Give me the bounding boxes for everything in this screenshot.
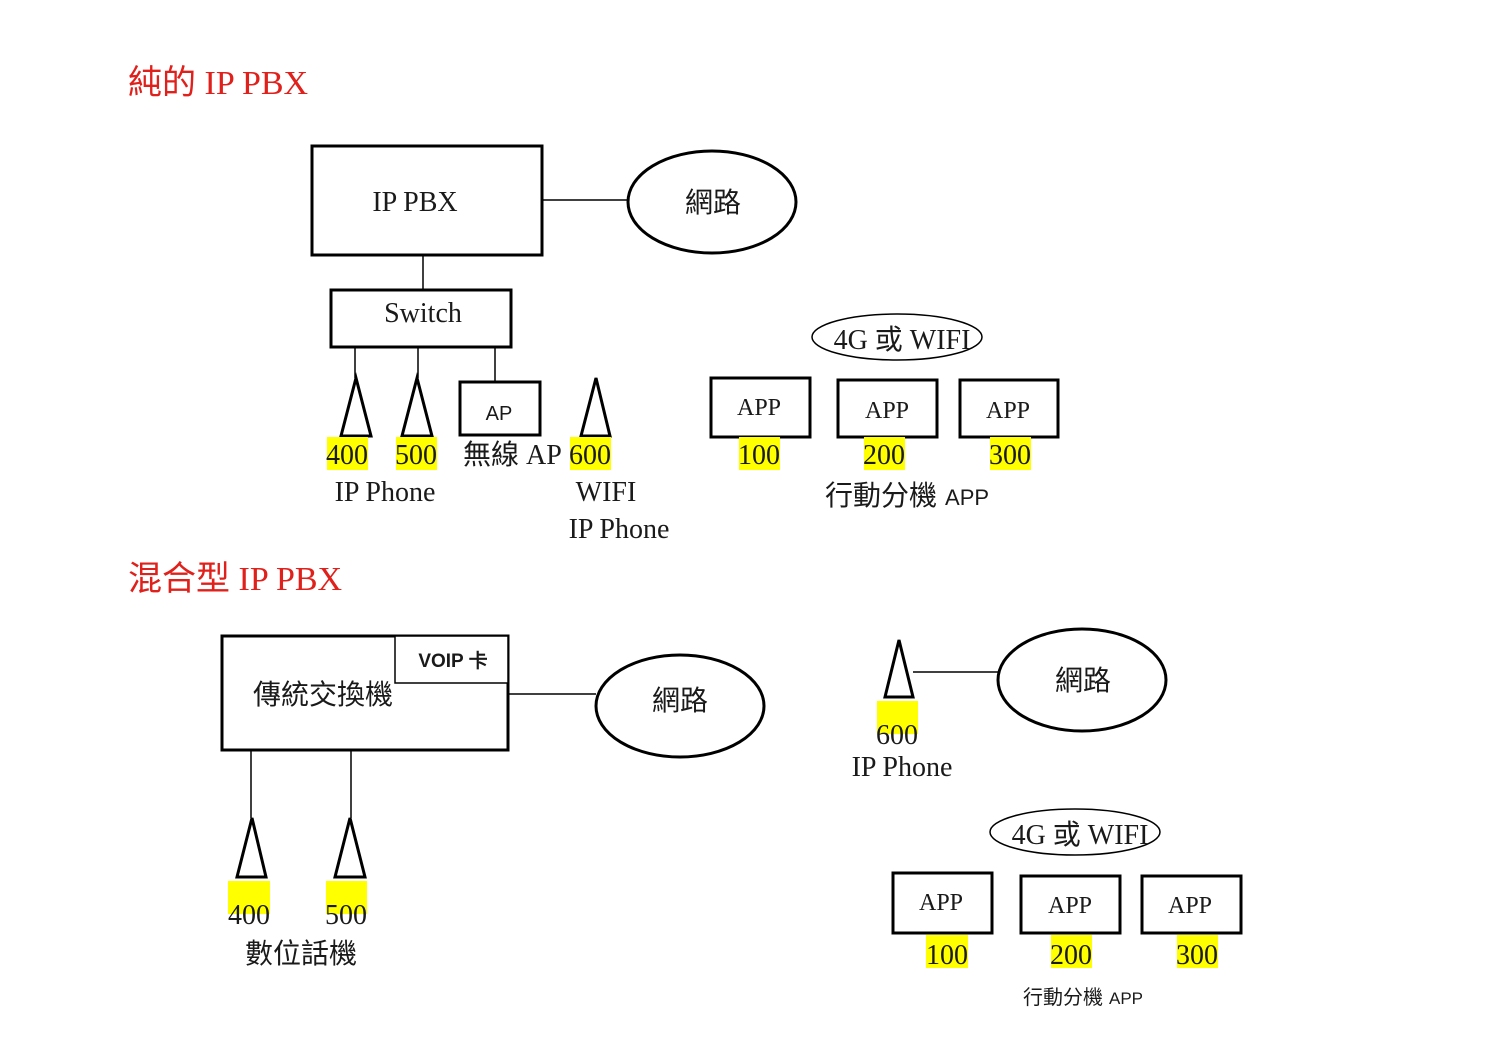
app-ext-300-highlight xyxy=(990,437,1031,470)
app-ext-100: 100 xyxy=(738,440,780,471)
ap-label: AP xyxy=(486,403,513,425)
mobile-app-label: 行動分機 APP xyxy=(825,480,989,512)
network3-label: 網路 xyxy=(1055,665,1111,697)
app-ext-100-highlight xyxy=(739,437,780,470)
app2-label-3: APP xyxy=(1168,893,1212,919)
network-label: 網路 xyxy=(685,187,741,219)
digital-phone-400-icon xyxy=(235,817,268,879)
ext-600: 600 xyxy=(569,440,611,471)
ext-400: 400 xyxy=(326,440,368,471)
ip-ext-600: 600 xyxy=(876,720,918,751)
mobile-app2-label: 行動分機 APP xyxy=(1023,986,1143,1009)
traditional-pbx-label: 傳統交換機 xyxy=(253,679,393,711)
network2-label: 網路 xyxy=(652,685,708,717)
connectivity2-ellipse xyxy=(989,808,1161,856)
ip-pbx-box xyxy=(310,144,544,257)
app-box-2 xyxy=(836,378,939,439)
app-label-2: APP xyxy=(865,398,909,424)
app2-ext-200-highlight xyxy=(1051,935,1092,968)
network-cloud xyxy=(626,149,798,255)
heading-hybrid-ip-pbx: 混合型 IP PBX xyxy=(128,560,342,598)
wifi-ip-phone-label: IP Phone xyxy=(569,514,670,545)
ext-500-highlight xyxy=(396,437,437,470)
heading-pure-ip-pbx: 純的 IP PBX xyxy=(128,64,308,102)
wifi-label: WIFI xyxy=(576,477,637,508)
network2-cloud xyxy=(594,653,766,759)
app2-ext-100-highlight xyxy=(926,935,968,968)
switch-box xyxy=(329,288,513,349)
digital-phone-500-icon xyxy=(333,817,367,879)
ap-box xyxy=(458,380,542,437)
app2-label-1: APP xyxy=(919,890,963,916)
app-ext-200-highlight xyxy=(864,437,905,470)
connectivity2-label: 4G 或 WIFI xyxy=(1012,819,1149,851)
app-ext-200: 200 xyxy=(863,440,905,471)
ip-phone-600-label: IP Phone xyxy=(852,752,953,783)
app-label-1: APP xyxy=(737,395,781,421)
mobile-app2-prefix: 行動分機 xyxy=(1023,986,1103,1009)
ip-phone-label: IP Phone xyxy=(335,477,436,508)
ip-pbx-label: IP PBX xyxy=(372,187,457,218)
voip-card-label: VOIP 卡 xyxy=(418,649,487,672)
digital-ext-500-highlight xyxy=(326,881,367,914)
ip-phone-400-icon xyxy=(339,372,373,438)
app2-box-1 xyxy=(891,871,994,935)
digital-ext-400-highlight xyxy=(228,881,270,914)
app2-box-2 xyxy=(1019,874,1122,935)
ext-600-highlight xyxy=(570,437,611,470)
connectivity-ellipse xyxy=(811,313,983,361)
wireless-ap-label: 無線 AP xyxy=(463,439,562,471)
ip-phone-500-icon xyxy=(400,372,434,438)
voip-card-box xyxy=(394,635,509,684)
app-label-3: APP xyxy=(986,398,1030,424)
app2-ext-100: 100 xyxy=(926,940,968,971)
ip-ext-600-highlight xyxy=(877,701,918,734)
digital-phone-label: 數位話機 xyxy=(245,938,357,970)
app-box-1 xyxy=(709,376,812,439)
switch-label: Switch xyxy=(384,298,462,329)
ip-phone-600-icon xyxy=(883,639,915,699)
digital-ext-400: 400 xyxy=(228,900,270,931)
digital-ext-500: 500 xyxy=(325,900,367,931)
app2-box-3 xyxy=(1140,874,1243,935)
app2-ext-300-highlight xyxy=(1177,935,1218,968)
network3-cloud xyxy=(996,627,1168,733)
mobile-app2-suffix: APP xyxy=(1109,989,1143,1008)
mobile-app-suffix: APP xyxy=(945,485,989,510)
app2-ext-200: 200 xyxy=(1050,940,1092,971)
wifi-phone-600-icon xyxy=(579,377,612,438)
ext-500: 500 xyxy=(395,440,437,471)
ext-400-highlight xyxy=(327,437,368,470)
app-ext-300: 300 xyxy=(989,440,1031,471)
mobile-app-prefix: 行動分機 xyxy=(825,480,937,512)
app2-ext-300: 300 xyxy=(1176,940,1218,971)
app2-label-2: APP xyxy=(1048,893,1092,919)
connectivity-label: 4G 或 WIFI xyxy=(834,324,971,356)
